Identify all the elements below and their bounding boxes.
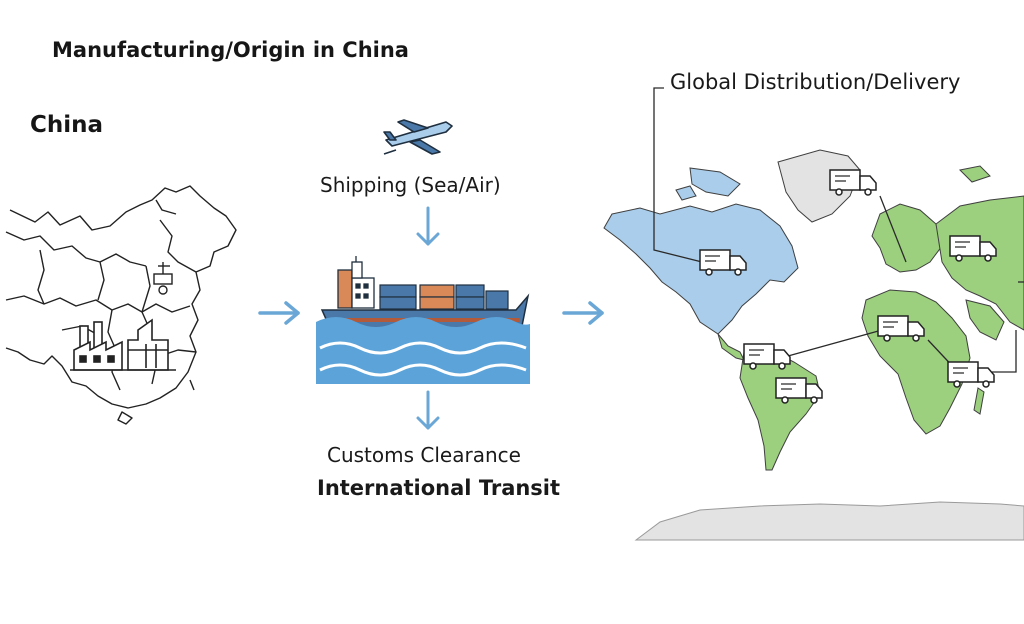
shipping-label: Shipping (Sea/Air) (320, 173, 501, 197)
customs-label: Customs Clearance (327, 443, 521, 467)
arrow-right-icon (562, 301, 604, 325)
delivery-truck-icon (949, 235, 997, 262)
arrow-down-icon (416, 390, 440, 430)
factory-icon (70, 318, 176, 371)
leader-lines (653, 87, 1024, 373)
delivery-truck-icon (947, 361, 995, 388)
world-map (603, 149, 1024, 541)
distribution-label: Global Distribution/Delivery (670, 70, 961, 94)
delivery-truck-icon (699, 249, 747, 276)
china-label: China (30, 112, 104, 138)
airplane-icon (383, 119, 453, 155)
delivery-truck-icon (877, 315, 925, 342)
cargo-ship-icon (316, 256, 530, 384)
delivery-truck-icon (829, 169, 877, 196)
origin-title: Manufacturing/Origin in China (52, 38, 409, 62)
china-map (5, 185, 237, 425)
delivery-truck-icon (775, 377, 823, 404)
arrow-right-icon (258, 301, 300, 325)
delivery-truck-icon (743, 343, 791, 370)
delivery-trucks (699, 169, 997, 404)
arrow-down-icon (416, 206, 440, 246)
port-crane-icon (153, 262, 173, 295)
transit-label: International Transit (317, 476, 561, 500)
